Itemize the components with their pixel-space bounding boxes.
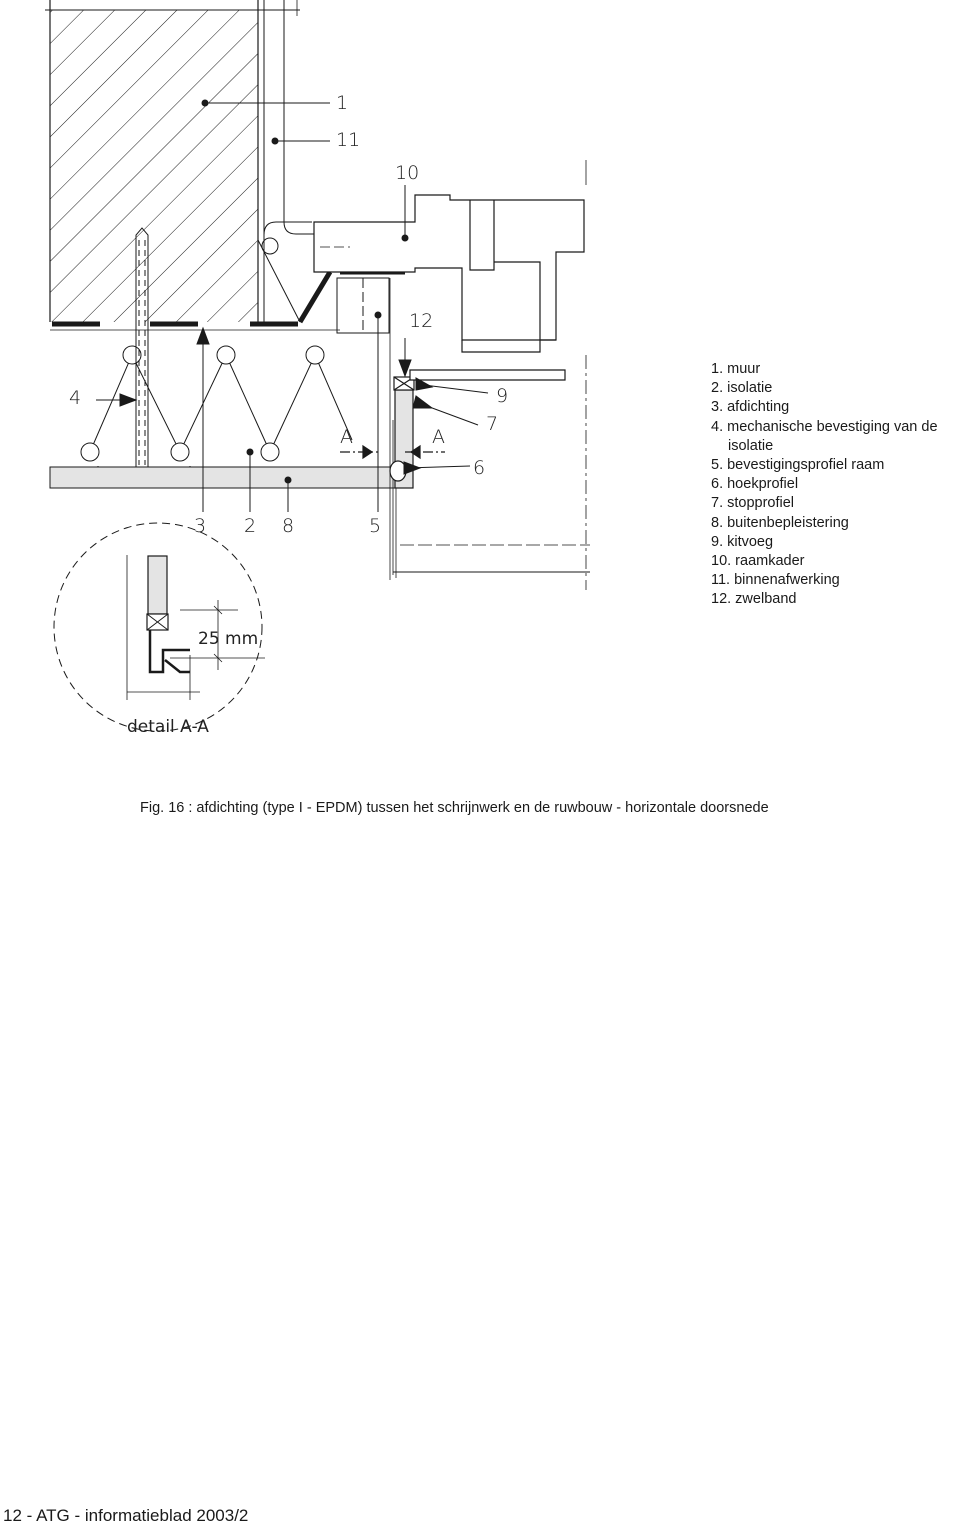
callout-5: 5	[369, 515, 381, 537]
legend-item: 3. afdichting	[711, 399, 790, 416]
figure-caption: Fig. 16 : afdichting (type I - EPDM) tus…	[140, 800, 769, 816]
legend-item: 5. bevestigingsprofiel raam	[711, 457, 885, 474]
detail-dimension: 25 mm	[198, 629, 258, 649]
callout-6: 6	[473, 457, 485, 479]
insulation-layer	[50, 329, 353, 462]
legend: 1. muur 2. isolatie 3. afdichting 4. mec…	[711, 360, 938, 610]
detail-aa	[53, 522, 265, 732]
section-marker-left: A	[340, 426, 353, 448]
callout-11: 11	[336, 129, 360, 151]
section-marker-right: A	[432, 426, 445, 448]
callout-10: 10	[395, 162, 419, 184]
detail-title: detail A-A	[127, 717, 209, 737]
window-fixing-profile	[336, 277, 590, 580]
leader-lines	[96, 99, 489, 512]
legend-item: 12. zwelband	[711, 591, 797, 608]
window-frame	[313, 194, 585, 381]
legend-item: 1. muur	[711, 361, 761, 377]
callout-1: 1	[336, 92, 348, 114]
callout-9: 9	[496, 385, 508, 407]
legend-item: 11. binnenafwerking	[711, 572, 840, 589]
callout-labels: 1 11 10 12 4 9 7 6 3 2 8 5 A A 25 mm det…	[69, 92, 508, 737]
construction-section-drawing: 1 11 10 12 4 9 7 6 3 2 8 5 A A 25 mm det…	[45, 0, 590, 737]
wall-masonry	[45, 0, 300, 322]
legend-item: 10. raamkader	[711, 553, 805, 570]
legend-item: 6. hoekprofiel	[711, 476, 799, 493]
page-footer: 12 - ATG - informatieblad 2003/2	[3, 1506, 249, 1525]
legend-item: 2. isolatie	[711, 380, 773, 397]
legend-item-continuation: isolatie	[728, 437, 774, 454]
callout-4: 4	[69, 387, 81, 409]
exterior-plaster	[49, 466, 414, 489]
legend-item: 4. mechanische bevestiging van de	[711, 418, 938, 435]
legend-item: 9. kitvoeg	[711, 533, 774, 550]
legend-item: 7. stopprofiel	[711, 495, 795, 512]
callout-12: 12	[409, 310, 433, 332]
callout-2: 2	[244, 515, 256, 537]
interior-finish	[257, 0, 314, 323]
legend-item: 8. buitenbepleistering	[711, 514, 849, 531]
callout-8: 8	[282, 515, 294, 537]
callout-3: 3	[194, 515, 206, 537]
callout-7: 7	[486, 413, 498, 435]
section-line-aa	[340, 444, 445, 460]
reference-lines	[296, 0, 587, 590]
